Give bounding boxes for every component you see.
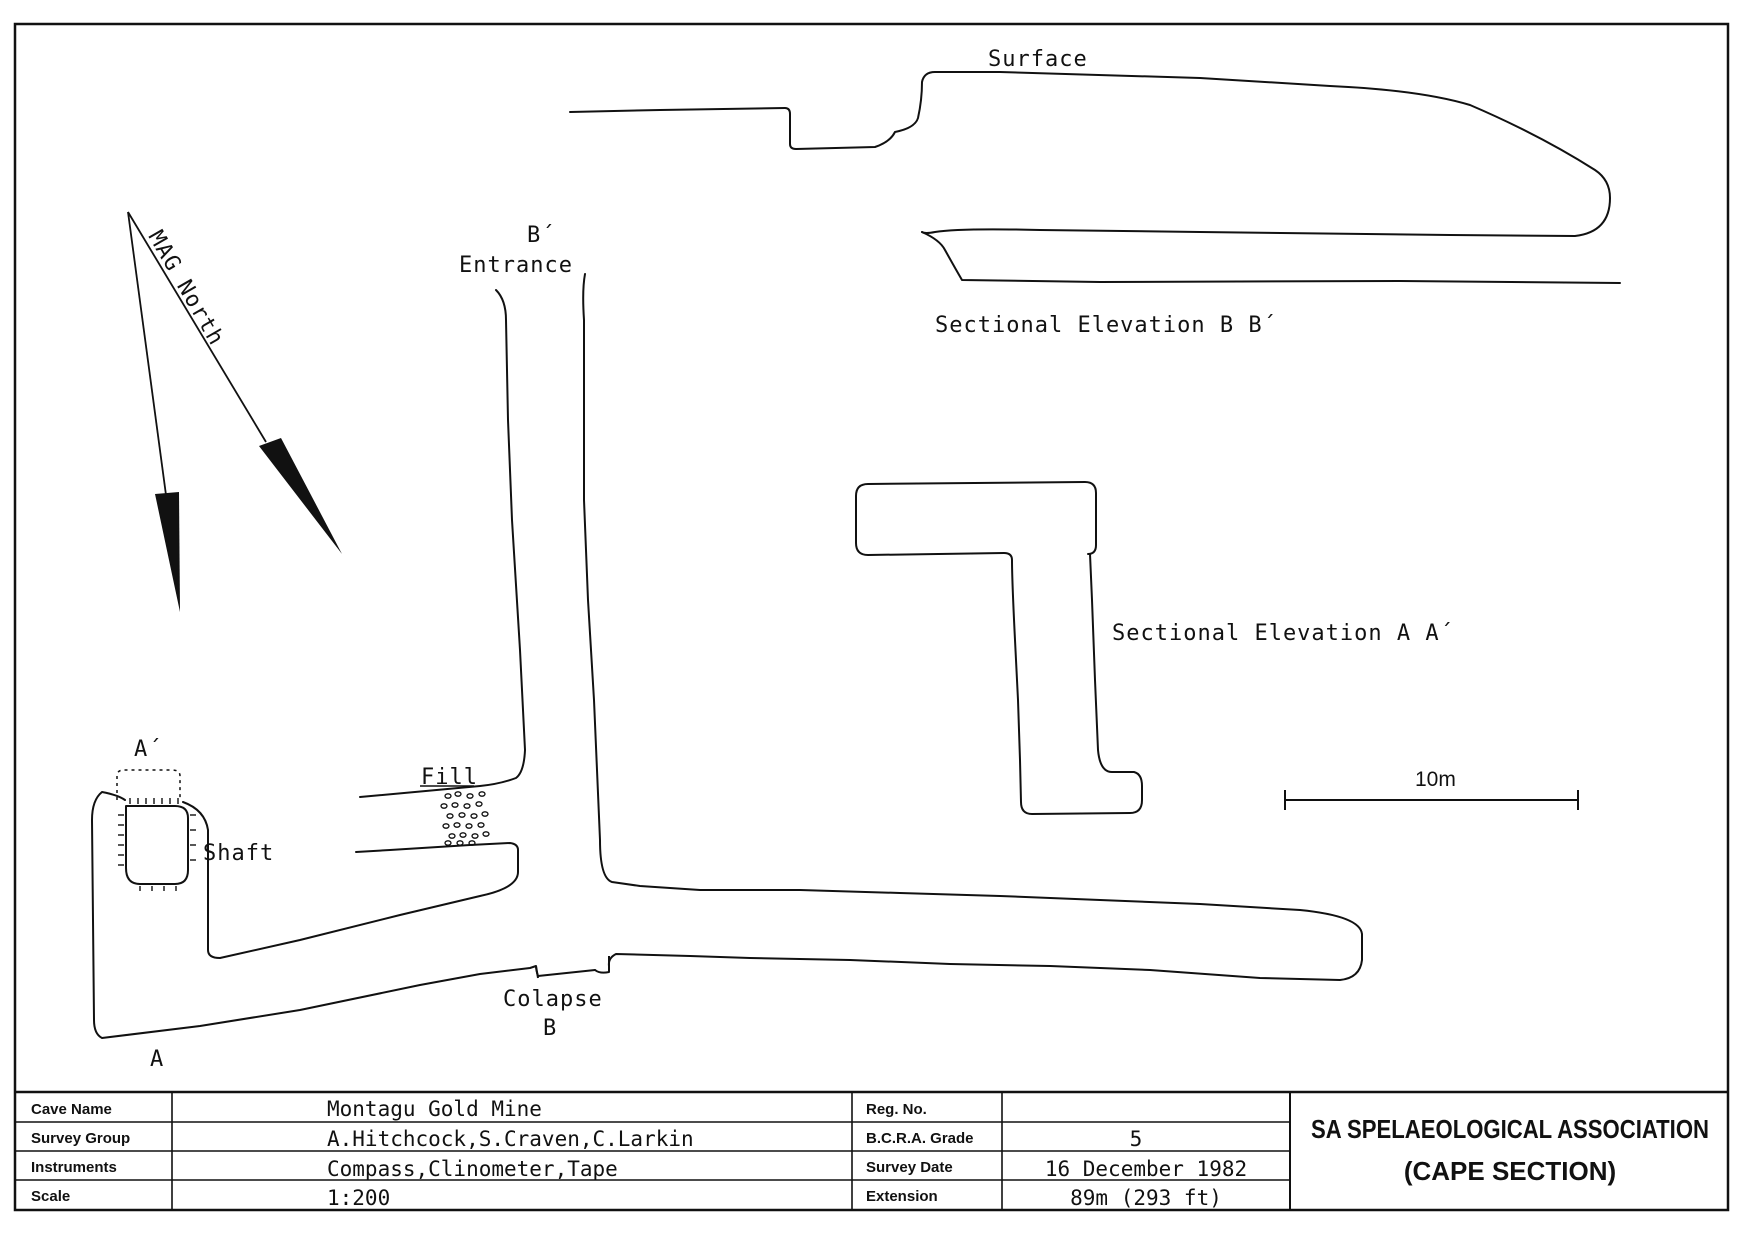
extension-value: 89m (293 ft) <box>1070 1186 1222 1210</box>
shaft-dotted-outline <box>116 769 181 800</box>
scale-bar-label: 10m <box>1415 768 1456 791</box>
extension-label: Extension <box>866 1188 938 1205</box>
bcra-grade-label: B.C.R.A. Grade <box>866 1130 974 1147</box>
fill-label: Fill <box>421 765 478 790</box>
section-bb-label: Sectional Elevation B B´ <box>935 313 1277 338</box>
surface-line <box>569 71 1611 237</box>
a-prime-label: A´ <box>134 737 163 762</box>
mine-plan: B´ Entrance Fill Shaft A´ A Colapse B <box>91 223 1363 1072</box>
survey-group-value: A.Hitchcock,S.Craven,C.Larkin <box>327 1127 694 1151</box>
cave-name-value: Montagu Gold Mine <box>327 1097 542 1121</box>
scale-value: 1:200 <box>327 1186 390 1210</box>
true-north-line <box>127 211 167 496</box>
b-prime-label: B´ <box>527 223 556 248</box>
mag-north-arrowhead <box>259 438 342 554</box>
mag-north-label: MAG North <box>143 227 229 351</box>
sheet-border <box>13 22 1730 1212</box>
fill-rubble <box>440 791 490 846</box>
org-name-line2: (CAPE SECTION) <box>1404 1156 1616 1186</box>
entrance-label: Entrance <box>459 253 573 278</box>
survey-date-label: Survey Date <box>866 1159 953 1176</box>
title-block: Cave Name Survey Group Instruments Scale… <box>15 1090 1728 1210</box>
reg-no-label: Reg. No. <box>866 1101 927 1118</box>
shaft-label: Shaft <box>203 841 274 866</box>
b-label: B <box>543 1016 557 1041</box>
surface-label: Surface <box>988 47 1088 72</box>
survey-date-value: 16 December 1982 <box>1045 1157 1247 1181</box>
cave-name-label: Cave Name <box>31 1101 112 1118</box>
sectional-elevation-bb: Surface Sectional Elevation B B´ <box>569 47 1621 338</box>
colapse-mark-left <box>535 965 539 979</box>
survey-group-label: Survey Group <box>31 1130 130 1147</box>
a-label: A <box>150 1047 164 1072</box>
instruments-value: Compass,Clinometer,Tape <box>327 1157 618 1181</box>
floor-line <box>921 231 1621 284</box>
instruments-label: Instruments <box>31 1159 117 1176</box>
bcra-grade-value: 5 <box>1130 1127 1143 1151</box>
scale-bar: 10m <box>1284 768 1579 810</box>
mag-north-line <box>127 211 267 443</box>
sectional-elevation-aa: Sectional Elevation A A´ <box>855 481 1454 815</box>
org-name-line1: SA SPELAEOLOGICAL ASSOCIATION <box>1311 1114 1709 1144</box>
true-north-arrowhead <box>155 492 180 612</box>
section-aa-outline <box>855 481 1143 815</box>
north-arrow: MAG North <box>127 211 342 612</box>
colapse-label: Colapse <box>503 987 603 1012</box>
shaft-opening <box>125 805 189 885</box>
shaft-hachures <box>118 798 196 891</box>
main-passage-upper-wall <box>182 801 519 959</box>
adit-left-wall <box>359 289 526 798</box>
scale-label: Scale <box>31 1188 70 1205</box>
section-aa-label: Sectional Elevation A A´ <box>1112 621 1454 646</box>
